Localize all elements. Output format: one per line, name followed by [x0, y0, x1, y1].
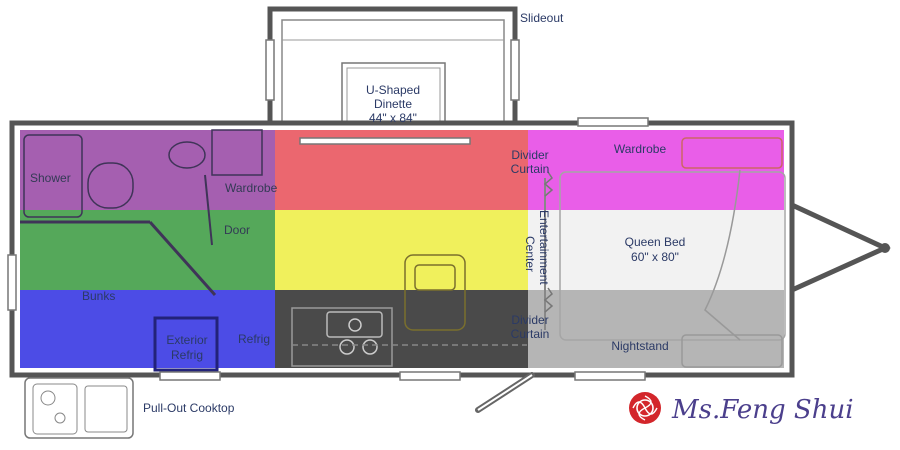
fixtures [20, 129, 786, 372]
hitch-frame [790, 202, 892, 293]
window-top-right [577, 117, 649, 127]
label-wardrobe-right: Wardrobe [614, 142, 667, 156]
label-nightstand: Nightstand [611, 339, 668, 353]
burner-3 [348, 318, 362, 332]
bed-sheet-fold [704, 169, 741, 341]
slideout [265, 6, 520, 147]
kitchen-sink [404, 254, 466, 331]
zone-white [528, 210, 784, 290]
sink-basin [414, 264, 456, 291]
brand-seal-swirl [632, 395, 658, 421]
door-swing [204, 174, 213, 246]
zone-grid [20, 130, 784, 368]
exterior-refrig-box [153, 316, 219, 372]
label-slideout: Slideout [520, 11, 564, 25]
label-door: Door [224, 223, 250, 237]
zone-yellow [275, 210, 528, 290]
label-queen-bed: Queen Bed [625, 235, 686, 249]
label-divider-bottom-1: Divider [511, 313, 548, 327]
windows [7, 117, 649, 381]
nightstand-cabinet [681, 334, 783, 368]
wardrobe-right-cabinet [681, 137, 783, 169]
toilet [87, 162, 134, 209]
label-dinette-2: Dinette [374, 97, 412, 111]
slideout-window-right [510, 39, 520, 101]
window-bottom-center [399, 371, 461, 381]
zone-magenta [528, 130, 784, 210]
label-dinette-1: U-Shaped [366, 83, 420, 97]
window-dinette [299, 137, 471, 145]
hitch [790, 202, 892, 293]
label-queen-bed-size: 60" x 80" [631, 250, 679, 264]
stove-counter [291, 307, 393, 367]
label-shower: Shower [30, 171, 71, 185]
pull-out-cooktop [24, 377, 134, 439]
zone-purple [20, 130, 275, 210]
shower-stall [23, 134, 83, 218]
label-dinette-size: 44" x 84" [369, 111, 417, 125]
window-rear [7, 254, 17, 311]
cooktop [326, 311, 383, 338]
window-bottom-right [574, 371, 646, 381]
brand-logo [629, 392, 661, 424]
zone-dark-gray [275, 290, 528, 368]
label-divider-top-1: Divider [511, 148, 548, 162]
label-bunks: Bunks [82, 289, 115, 303]
queen-bed-frame [559, 171, 786, 341]
label-divider-bottom-2: Curtain [511, 327, 550, 341]
bath-wall-diagonal [148, 221, 217, 296]
cooktop-burner-2 [54, 412, 66, 424]
label-entertainment-1: Entertainment [537, 210, 551, 285]
hitch-coupler [880, 243, 890, 253]
divider-curtain-bottom-mark [543, 287, 554, 313]
window-bottom-left [159, 371, 221, 381]
label-wardrobe-left: Wardrobe [225, 181, 278, 195]
label-divider-top-2: Curtain [511, 162, 550, 176]
bathroom-sink [168, 141, 206, 169]
zone-light-gray [528, 290, 784, 368]
label-pull-out-cooktop: Pull-Out Cooktop [143, 401, 235, 415]
label-refrig: Refrig [238, 332, 270, 346]
label-exterior-refrig-2: Refrig [171, 348, 203, 362]
label-entertainment-2: Center [523, 236, 537, 272]
divider-curtain-top-mark [543, 171, 554, 197]
wardrobe-left-cabinet [211, 129, 263, 176]
cooktop-burner-1 [40, 390, 56, 406]
brand-seal-inner [636, 399, 654, 417]
entry-door [475, 372, 535, 413]
label-exterior-refrig-1: Exterior [166, 333, 207, 347]
cooktop-sink [84, 385, 128, 433]
burner-2 [362, 339, 378, 355]
slideout-window-left [265, 39, 275, 101]
cooktop-burner-area [32, 383, 78, 435]
zone-blue [20, 290, 275, 368]
burner-1 [339, 339, 355, 355]
brand-name: Ms.Feng Shui [671, 395, 854, 425]
entry-door-inner [477, 374, 533, 411]
